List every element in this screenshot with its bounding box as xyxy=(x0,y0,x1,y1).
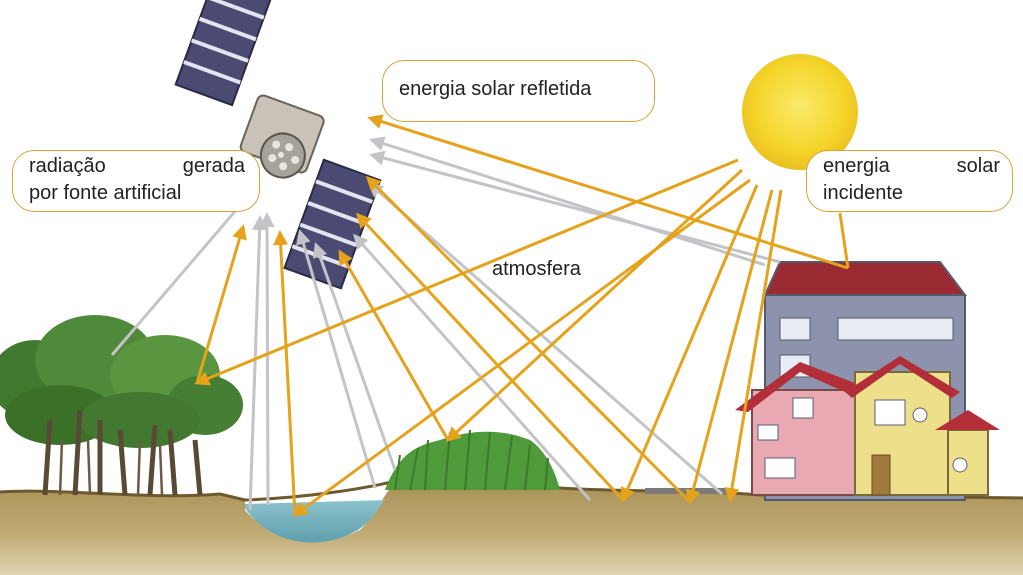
artificial-radiation-line2: por fonte artificial xyxy=(29,182,182,204)
artificial-radiation-line1: radiação gerada xyxy=(29,153,245,180)
incident-energy-word1: energia xyxy=(823,155,890,177)
incident-energy-word2: solar xyxy=(956,155,1000,177)
artificial-radiation-word1: radiação xyxy=(29,155,106,177)
incident-energy-line2: incidente xyxy=(823,182,904,204)
water-icon xyxy=(245,500,385,543)
reflected-energy-text: energia solar refletida xyxy=(399,78,592,100)
tree-icon xyxy=(0,315,243,496)
artificial-radiation-rays xyxy=(110,136,781,511)
artificial-radiation-word2: gerada xyxy=(182,155,245,177)
solar-rays xyxy=(194,114,850,517)
incident-energy-label: energia solar incidente xyxy=(806,150,1013,212)
grass-icon xyxy=(385,429,560,491)
atmosphere-label: atmosfera xyxy=(492,258,581,280)
house-icon xyxy=(735,356,1000,496)
reflected-energy-label: energia solar refletida xyxy=(382,60,655,122)
sun-icon xyxy=(742,54,858,170)
artificial-radiation-label: radiação gerada por fonte artificial xyxy=(12,150,260,212)
incident-energy-line1: energia solar xyxy=(823,153,1000,180)
